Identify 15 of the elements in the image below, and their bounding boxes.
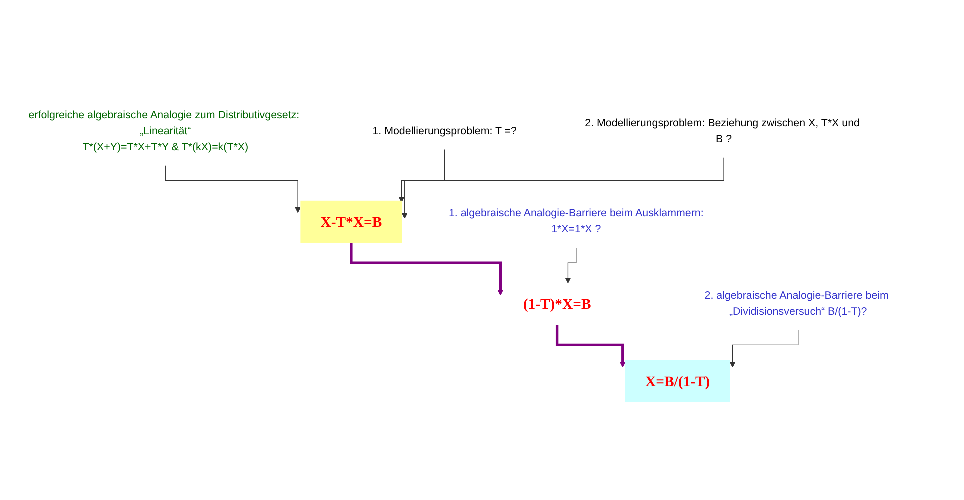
node-text: 2. Modellierungsproblem: Beziehung zwischen X, T*X und B ? [585,118,860,146]
arrow [565,248,577,284]
node-box: X=B/(1-T) [625,360,730,402]
node-text: 1. Modellierungsproblem: T =? [372,126,517,138]
node-box: X-T*X=B [300,200,402,243]
arrow [398,149,446,203]
arrow [165,166,302,214]
arrow [350,242,504,296]
node-text: 2. algebraische Analogie-Barriere beim „Dividisionsversuch“ B/(1-T)? [704,290,889,318]
node-text: erfolgreiche algebraische Analogie zum Distributivgesetz: „Linearität“ T*(X+Y)=T*X+T*Y & T*(kX)=k(T*X) [28,110,300,154]
arrow [730,330,799,368]
node-text: 1. algebraische Analogie-Barriere beim Ausklammern: 1*X=1*X ? [448,208,704,236]
arrow [402,157,724,219]
node-text: (1-T)*X=B [523,296,592,312]
arrow [556,324,626,368]
